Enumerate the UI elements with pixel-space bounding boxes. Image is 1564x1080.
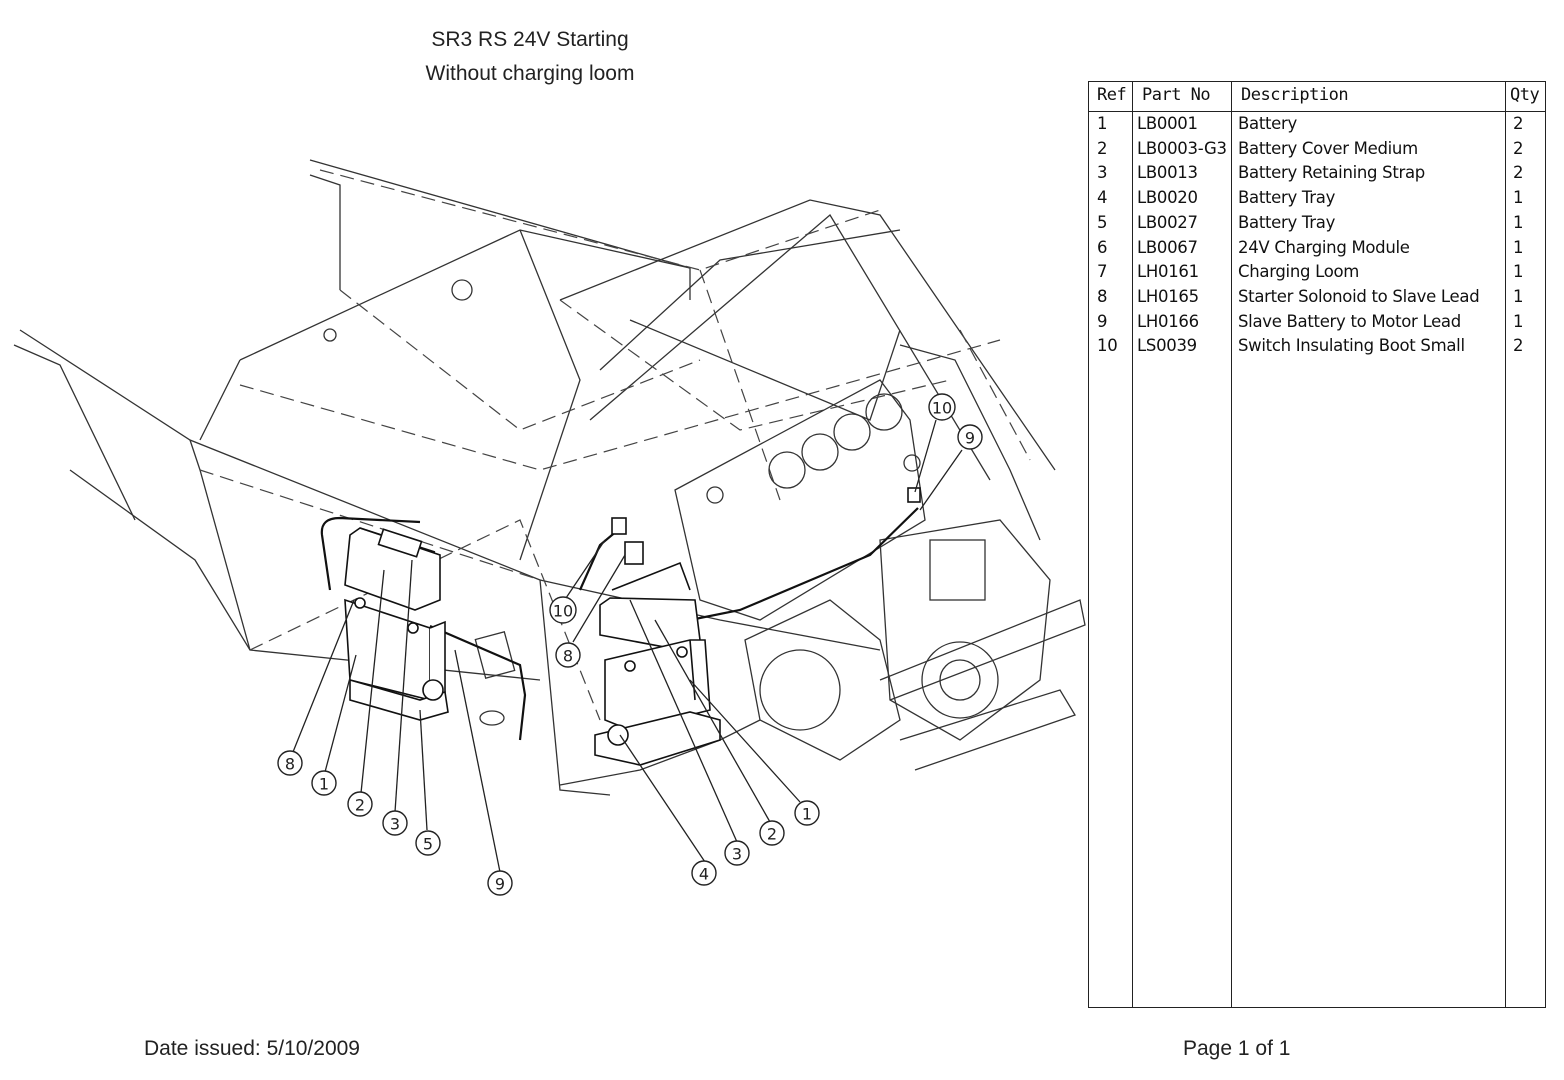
cell-qty: 1 (1513, 188, 1524, 208)
table-row: 6 LB0067 24V Charging Module 1 (1089, 238, 1545, 263)
svg-text:1: 1 (802, 805, 812, 824)
header-description: Description (1241, 85, 1349, 105)
svg-text:8: 8 (563, 647, 573, 666)
callout-8-left: 8 (277, 750, 303, 776)
callout-10-right: 10 (928, 393, 956, 421)
switch-boot-parts (611, 487, 921, 565)
svg-text:3: 3 (732, 845, 742, 864)
svg-text:4: 4 (699, 865, 709, 884)
cell-description: Charging Loom (1238, 262, 1360, 282)
chassis-frame (13, 159, 1086, 796)
cell-qty: 2 (1513, 138, 1524, 158)
cell-ref: 9 (1097, 311, 1108, 331)
table-row: 5 LB0027 Battery Tray 1 (1089, 213, 1545, 238)
cell-part-no: LH0161 (1137, 262, 1199, 282)
cell-ref: 10 (1097, 336, 1118, 356)
cell-part-no: LH0165 (1137, 286, 1199, 306)
parts-list-table: Ref Part No Description Qty 1 LB0001 Bat… (1088, 81, 1546, 1008)
table-header-divider (1089, 111, 1545, 112)
cell-qty: 2 (1513, 163, 1524, 183)
header-qty: Qty (1510, 85, 1540, 105)
svg-text:9: 9 (495, 875, 505, 894)
table-row: 9 LH0166 Slave Battery to Motor Lead 1 (1089, 312, 1545, 337)
table-row: 3 LB0013 Battery Retaining Strap 2 (1089, 163, 1545, 188)
callout-3-right: 3 (724, 840, 750, 866)
cell-qty: 1 (1513, 262, 1524, 282)
svg-text:2: 2 (767, 825, 777, 844)
cell-qty: 1 (1513, 237, 1524, 257)
callout-1-right: 1 (794, 800, 820, 826)
cell-qty: 2 (1513, 336, 1524, 356)
cell-part-no: LH0166 (1137, 311, 1199, 331)
svg-text:8: 8 (285, 755, 295, 774)
callout-9-left: 9 (487, 870, 513, 896)
cell-description: Battery (1238, 114, 1297, 133)
svg-text:10: 10 (932, 399, 952, 418)
cell-description: Battery Tray (1238, 188, 1336, 208)
table-row: 10 LS0039 Switch Insulating Boot Small 2 (1089, 336, 1545, 361)
leader-lines (292, 419, 963, 873)
engine-block (674, 379, 1051, 761)
svg-text:2: 2 (355, 796, 365, 815)
callout-3-left: 3 (382, 810, 408, 836)
cell-part-no: LB0013 (1137, 163, 1198, 183)
header-part-no: Part No (1142, 85, 1211, 105)
cell-part-no: LB0067 (1137, 237, 1198, 257)
cell-description: 24V Charging Module (1238, 237, 1410, 257)
callout-9-right: 9 (957, 424, 983, 450)
svg-text:5: 5 (423, 835, 433, 854)
table-column-divider (1505, 82, 1506, 1007)
drawing-subtitle: Without charging loom (425, 62, 635, 85)
svg-text:10: 10 (553, 602, 573, 621)
table-row: 2 LB0003-G3 Battery Cover Medium 2 (1089, 139, 1545, 164)
callout-1-left: 1 (311, 770, 337, 796)
wiring (320, 507, 919, 741)
cell-ref: 8 (1097, 286, 1108, 306)
cell-description: Battery Cover Medium (1238, 138, 1418, 158)
cell-ref: 3 (1097, 163, 1108, 183)
cell-description: Slave Battery to Motor Lead (1238, 311, 1461, 331)
cell-qty: 2 (1513, 114, 1524, 133)
table-row: 7 LH0161 Charging Loom 1 (1089, 262, 1545, 287)
table-column-divider (1231, 82, 1232, 1007)
battery-assembly-right (594, 561, 721, 766)
callout-5: 5 (415, 830, 441, 856)
cell-part-no: LS0039 (1137, 336, 1197, 356)
cell-description: Battery Retaining Strap (1238, 163, 1425, 183)
svg-text:9: 9 (965, 429, 975, 448)
cell-description: Battery Tray (1238, 212, 1336, 232)
cell-part-no: LB0027 (1137, 212, 1198, 232)
table-row: 8 LH0165 Starter Solonoid to Slave Lead … (1089, 287, 1545, 312)
battery-assembly-left (344, 527, 449, 721)
cell-ref: 4 (1097, 188, 1108, 208)
header-ref: Ref (1097, 85, 1127, 105)
callout-10-left: 10 (549, 596, 577, 624)
cell-description: Switch Insulating Boot Small (1238, 336, 1465, 356)
cell-part-no: LB0020 (1137, 188, 1198, 208)
callout-2-left: 2 (347, 791, 373, 817)
cell-ref: 6 (1097, 237, 1108, 257)
cell-description: Starter Solonoid to Slave Lead (1238, 286, 1480, 306)
callout-8-right: 8 (555, 642, 581, 668)
cell-qty: 1 (1513, 311, 1524, 331)
cell-part-no: LB0003-G3 (1137, 138, 1227, 158)
cell-ref: 1 (1097, 114, 1108, 133)
callout-4: 4 (691, 860, 717, 886)
svg-text:1: 1 (319, 775, 329, 794)
cell-ref: 7 (1097, 262, 1108, 282)
date-issued: Date issued: 5/10/2009 (144, 1037, 360, 1060)
cell-part-no: LB0001 (1137, 114, 1198, 133)
drawing-title: SR3 RS 24V Starting (431, 28, 629, 51)
table-row: 4 LB0020 Battery Tray 1 (1089, 188, 1545, 213)
table-row: 1 LB0001 Battery 2 (1089, 114, 1545, 139)
cell-qty: 1 (1513, 212, 1524, 232)
callout-2-right: 2 (759, 820, 785, 846)
svg-text:3: 3 (390, 815, 400, 834)
table-column-divider (1132, 82, 1133, 1007)
cell-qty: 1 (1513, 286, 1524, 306)
cell-ref: 2 (1097, 138, 1108, 158)
page-number: Page 1 of 1 (1183, 1037, 1291, 1060)
cell-ref: 5 (1097, 212, 1108, 232)
